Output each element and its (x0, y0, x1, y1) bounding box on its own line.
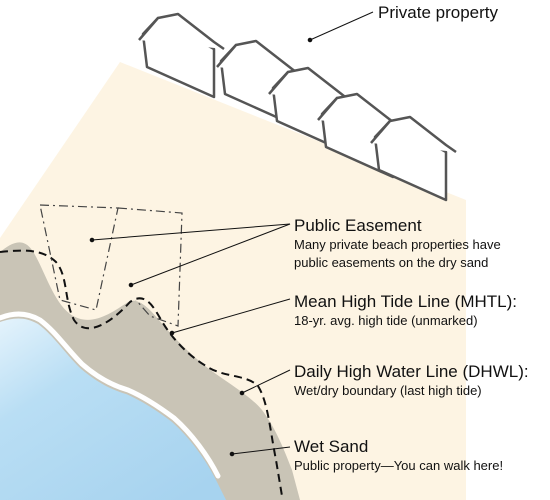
mhtl-line (0, 249, 283, 497)
leader-easement-2 (130, 223, 291, 286)
leader-dhwl-dot (239, 390, 245, 396)
mhtl-title: Mean High Tide Line (MHTL): (294, 292, 517, 311)
easement-parcel-left (39, 204, 119, 311)
dhwl-title: Daily High Water Line (DHWL): (294, 362, 529, 381)
leader-easement-1 (91, 223, 291, 241)
public-easement-desc-line2: public easements on the dry sand (294, 255, 489, 270)
private-property-title: Private property (378, 3, 498, 22)
house-icon (370, 115, 457, 202)
leader-easement-2-dot (128, 282, 134, 288)
wave-highlight (0, 311, 221, 479)
public-easement-desc-line1: Many private beach properties have (294, 237, 501, 252)
leader-private-dot (307, 37, 313, 43)
leader-dhwl (241, 369, 291, 394)
wet-sand-title: Wet Sand (294, 437, 369, 456)
house-icon (138, 12, 225, 99)
wet-sand-desc: Public property—You can walk here! (294, 458, 504, 473)
leader-private (309, 11, 374, 41)
label-wet-sand: Wet Sand Public property—You can walk he… (294, 437, 503, 475)
label-dhwl: Daily High Water Line (DHWL): Wet/dry bo… (294, 362, 529, 400)
easement-parcel-right (117, 207, 183, 327)
leader-wet-sand-dot (229, 451, 235, 457)
leader-lines (89, 11, 374, 457)
label-public-easement: Public Easement Many private beach prope… (294, 216, 501, 272)
label-private-property: Private property (378, 3, 498, 23)
house-icon (317, 92, 404, 179)
leader-easement-1-dot (89, 237, 95, 243)
public-easement-title: Public Easement (294, 216, 422, 235)
leader-wet-sand (231, 446, 291, 455)
label-mhtl: Mean High Tide Line (MHTL): 18-yr. avg. … (294, 292, 517, 330)
leader-mhtl-dot (169, 330, 175, 336)
dhwl-desc: Wet/dry boundary (last high tide) (294, 383, 482, 398)
houses-group (138, 12, 457, 202)
mhtl-desc: 18-yr. avg. high tide (unmarked) (294, 313, 478, 328)
water-area (0, 318, 226, 500)
leader-mhtl (171, 298, 291, 334)
